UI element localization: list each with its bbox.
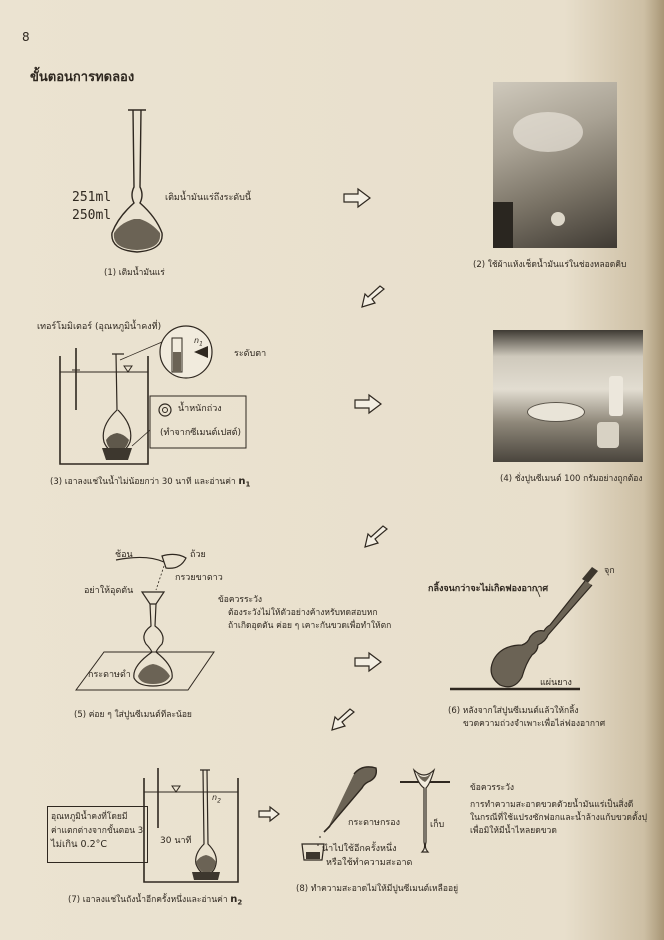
caption-step6-line2: ขวดความถ่วงจำเพาะเพื่อไล่ฟองอากาศ [463,719,606,729]
caption-step4: (4) ชั่งปูนซีเมนต์ 100 กรัมอย่างถูกต้อง [500,474,643,484]
volumetric-flask-diagram [111,109,163,253]
temperature-note-box: อุณหภูมิน้ำคงที่โดยมี ค่าแตกต่างจากขั้นต… [47,806,148,863]
rolling-flask-diagram [450,567,598,691]
keep-label: เก็บ [430,820,445,830]
caption-step5: (5) ค่อย ๆ ใส่ปูนซีเมนต์ทีละน้อย [74,710,192,720]
caution-note-step8: ข้อควรระวัง การทำความสะอาดขวดตัวยน้ำมันแ… [470,783,648,836]
caption-step7: (7) เอาลงแช่ในถังน้ำอีกครั้งหนึ่งและอ่าน… [68,894,243,907]
arrow-down-left-icon [364,525,388,548]
thermometer-label: เทอร์โมมิเตอร์ (อุณหภูมิน้ำคงที่) [37,322,162,332]
arrow-right-icon [343,187,371,209]
caption-step2: (2) ใช้ผ้าแห้งเช็ดน้ำมันแร่ในช่องหลอดคิบ [473,260,627,270]
soak-time-label: 30 นาที [160,836,192,846]
eye-level-label: ระดับตา [234,349,267,359]
n1-symbol: n1 [194,336,203,348]
n2-symbol: n2 [212,793,221,805]
arrow-down-left-icon [361,285,385,308]
weight-note: (ทำจากซีเมนต์เปสต์) [160,428,242,438]
spoon-label: ช้อน [115,550,133,560]
mark-251ml: 251ml [72,190,112,205]
reuse-label-line2: หรือใช้ทำความสะอาด [326,858,413,868]
cleaning-diagram [301,766,450,861]
photo-weighing-cement [493,330,643,462]
caption-step6-line1: (6) หลังจากใส่ปูนซีเมนต์แล้วให้กลิ้ง [448,706,579,716]
roll-label: กลิ้งจนกว่าจะไม่เกิดฟองอากาศ [428,584,549,594]
water-bath-diagram [59,325,247,465]
water-bath-diagram-2 [143,768,239,883]
caption-step3: (3) เอาลงแช่ในน้ำไม่น้อยกว่า 30 นาที และ… [50,476,251,489]
paper-funnel-label: กรวยขาดาว [175,573,223,583]
arrow-right-icon [354,393,382,415]
arrow-down-left-icon [331,708,355,731]
caption-step1: (1) เติมน้ำมันแร่ [104,268,165,278]
fill-instruction: เติมน้ำมันแร่ถึงระดับนี้ [165,193,252,203]
photo-wiping-bottle [493,82,617,248]
weight-label: น้ำหนักถ่วง [178,404,222,414]
black-paper-label: กระดาษดำ [88,670,131,680]
caution-note-step5: ข้อควรระวัง ต้องระวังไม่ให้ตัวอย่างค้างห… [218,595,392,631]
arrow-right-icon [354,651,382,673]
caption-step8: (8) ทำความสะอาดไม่ให้มีปูนซีเมนต์เหลืออย… [296,884,459,894]
rubber-mat-label: แผ่นยาง [540,678,572,688]
cement-filling-diagram [75,553,215,691]
page-number: 8 [22,30,30,44]
reuse-label-line1: นำไปใช้อีกครั้งหนึ่ง [322,844,397,854]
page-title: ขั้นตอนการทดลอง [30,70,135,85]
stopper-label: จุก [604,566,615,576]
arrow-right-icon [258,805,280,823]
mark-250ml: 250ml [72,208,112,223]
filter-paper-label: กระดาษกรอง [348,818,401,828]
cup-label: ถ้วย [190,550,206,560]
no-blocking-label: อย่าให้อุดตัน [84,586,134,596]
